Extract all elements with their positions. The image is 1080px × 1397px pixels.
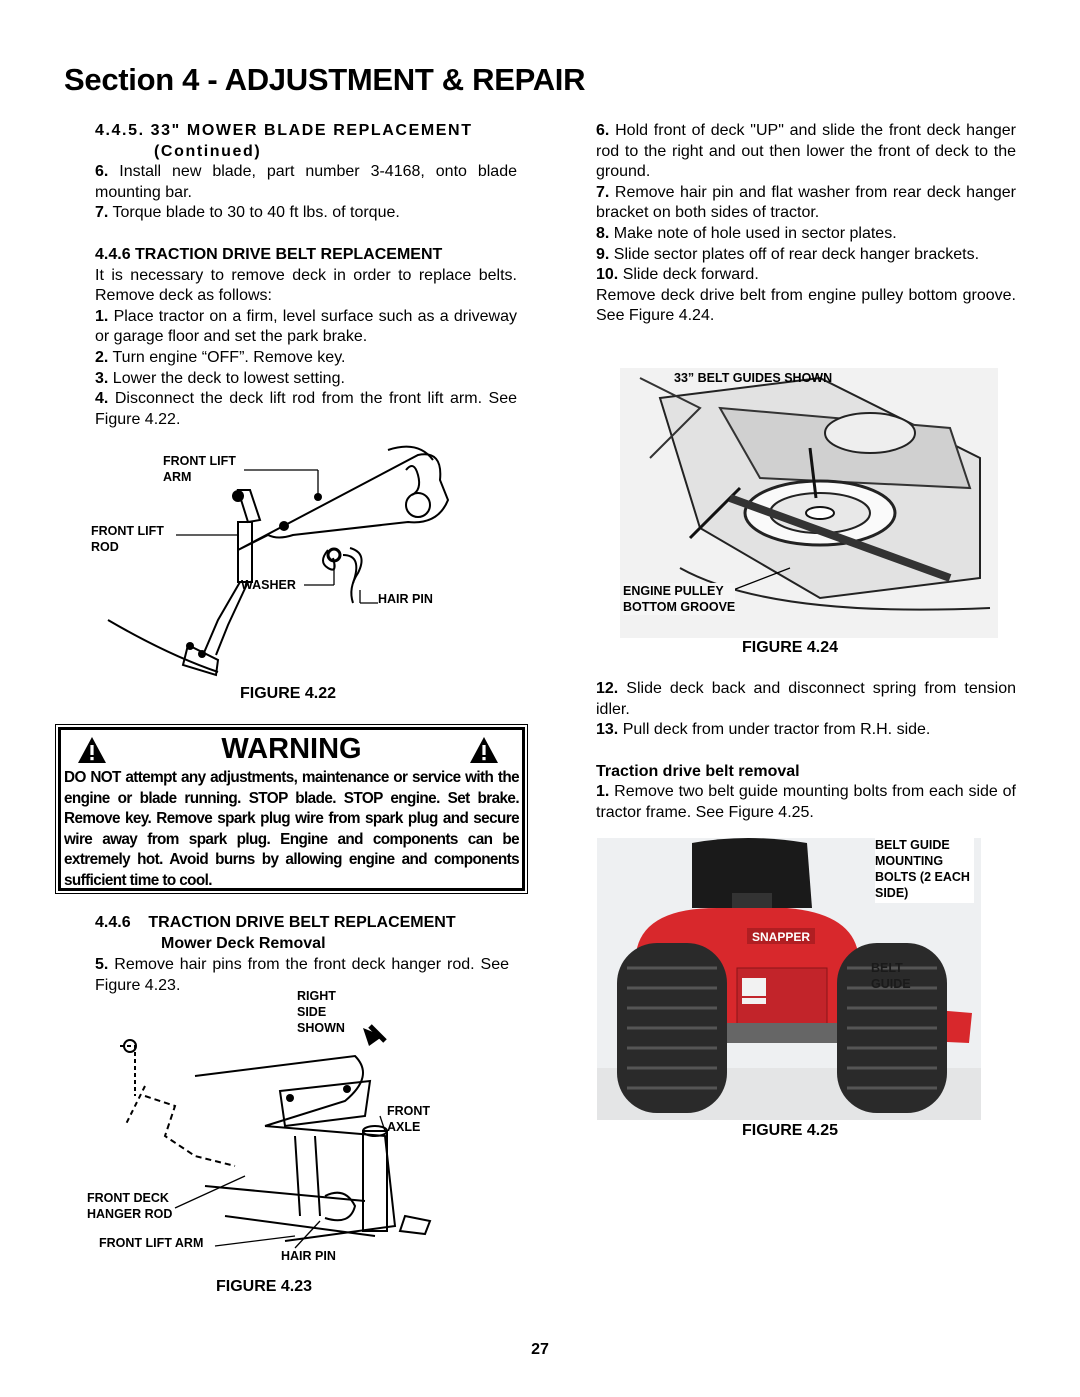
step-item: 3. Lower the deck to lowest setting. <box>95 369 345 387</box>
section-heading: 4.4.6 TRACTION DRIVE BELT REPLACEMENT <box>95 246 443 263</box>
label-belt-guide-mounting-bolts: BELT GUIDE MOUNTING BOLTS (2 EACH SIDE) <box>875 835 974 903</box>
step-item: 7. Torque blade to 30 to 40 ft lbs. of t… <box>95 204 400 222</box>
step-item: 5. Remove hair pins from the front deck … <box>95 956 510 994</box>
label-front-lift-arm: FRONT LIFT ARM <box>99 1236 204 1250</box>
figure-caption: FIGURE 4.24 <box>741 639 839 656</box>
step-item: 6. Install new blade, part number 3-4168… <box>95 163 518 201</box>
warning-title: WARNING <box>221 733 362 765</box>
right-steps-b: 12. Slide deck back and disconnect sprin… <box>596 679 1016 824</box>
section-heading-continued: (Continued) <box>154 142 262 160</box>
section-intro: It is necessary to remove deck in order … <box>95 266 517 305</box>
label-front-axle: FRONT AXLE <box>387 1104 431 1134</box>
step-item: 10. Slide deck forward. <box>596 266 759 284</box>
section-heading: 4.4.5. 33" MOWER BLADE REPLACEMENT <box>95 122 473 139</box>
remove-belt-text: Remove deck drive belt from engine pulle… <box>596 286 1016 325</box>
tractor-rear-photo: SNAPPER <box>597 838 981 1120</box>
lift-arm-illustration <box>107 445 450 677</box>
warning-box: WARNING DO NOT attempt any adjustments, … <box>55 724 528 894</box>
section-4-4-6: 4.4.6 TRACTION DRIVE BELT REPLACEMENT It… <box>95 245 517 430</box>
warning-icon <box>470 737 498 763</box>
section-4-4-5-steps: 6. Install new blade, part number 3-4168… <box>95 162 517 224</box>
label-hair-pin: HAIR PIN <box>281 1249 336 1263</box>
page-title: Section 4 - ADJUSTMENT & REPAIR <box>64 62 586 97</box>
step-item: 2. Turn engine “OFF”. Remove key. <box>95 348 346 366</box>
section-heading: Traction drive belt removal <box>596 762 800 780</box>
step-item: 7. Remove hair pin and flat washer from … <box>596 183 1016 222</box>
step-item: 4. Disconnect the deck lift rod from the… <box>95 390 517 428</box>
warning-text: DO NOT attempt any adjustments, maintena… <box>64 769 520 889</box>
warning-icon <box>78 737 106 763</box>
section-number: 4.4.6 <box>95 914 131 931</box>
section-subheading: Mower Deck Removal <box>161 934 326 952</box>
figure-4-23: RIGHT SIDE SHOWN FRONT AXLE FRONT DECK H… <box>85 986 445 1266</box>
section-4-4-5: 4.4.5. 33" MOWER BLADE REPLACEMENT (Cont… <box>95 121 517 162</box>
step-item: 6. Hold front of deck "UP" and slide the… <box>596 122 1016 181</box>
section-4-4-6-deck-removal: 4.4.6 TRACTION DRIVE BELT REPLACEMENT Mo… <box>95 913 509 996</box>
section-heading: TRACTION DRIVE BELT REPLACEMENT <box>148 914 456 931</box>
label-front-lift-rod: FRONT LIFT ROD <box>91 524 164 554</box>
step-item: 8. Make note of hole used in sector plat… <box>596 224 897 242</box>
figure-caption: FIGURE 4.22 <box>239 685 337 702</box>
label-belt-guide: BELT GUIDE <box>871 961 911 991</box>
label-belt-guides-shown: 33” BELT GUIDES SHOWN <box>674 371 833 385</box>
figure-caption: FIGURE 4.25 <box>741 1122 839 1139</box>
right-steps-a: 6. Hold front of deck "UP" and slide the… <box>596 121 1016 327</box>
label-hair-pin: HAIR PIN <box>378 592 433 606</box>
label-front-lift-arm: FRONT LIFT ARM <box>163 454 236 484</box>
figure-4-24: 33” BELT GUIDES SHOWN ENGINE PULLEY BOTT… <box>620 368 998 638</box>
figure-caption: FIGURE 4.23 <box>215 1278 313 1295</box>
step-item: 13. Pull deck from under tractor from R.… <box>596 721 931 739</box>
figure-4-25: SNAPPER BELT GUIDE MOUNTING BOLTS (2 EAC… <box>597 835 981 1120</box>
label-right-side-shown: RIGHT SIDE SHOWN <box>297 989 345 1035</box>
deck-hanger-illustration <box>120 1024 432 1249</box>
step-item: 9. Slide sector plates off of rear deck … <box>596 245 980 263</box>
label-washer: WASHER <box>241 578 296 592</box>
step-item: 12. Slide deck back and disconnect sprin… <box>596 680 1016 718</box>
label-engine-pulley: ENGINE PULLEY BOTTOM GROOVE <box>623 583 736 615</box>
step-item: 1. Remove two belt guide mounting bolts … <box>596 783 1016 821</box>
figure-4-22: FRONT LIFT ARM FRONT LIFT ROD WASHER HAI… <box>88 440 458 680</box>
step-item: 1. Place tractor on a firm, level surfac… <box>95 307 517 346</box>
page-number: 27 <box>531 1341 549 1358</box>
label-front-deck-hanger-rod: FRONT DECK HANGER ROD <box>87 1191 173 1221</box>
belt-guides-photo <box>620 368 998 638</box>
brand-logo: SNAPPER <box>752 930 810 944</box>
